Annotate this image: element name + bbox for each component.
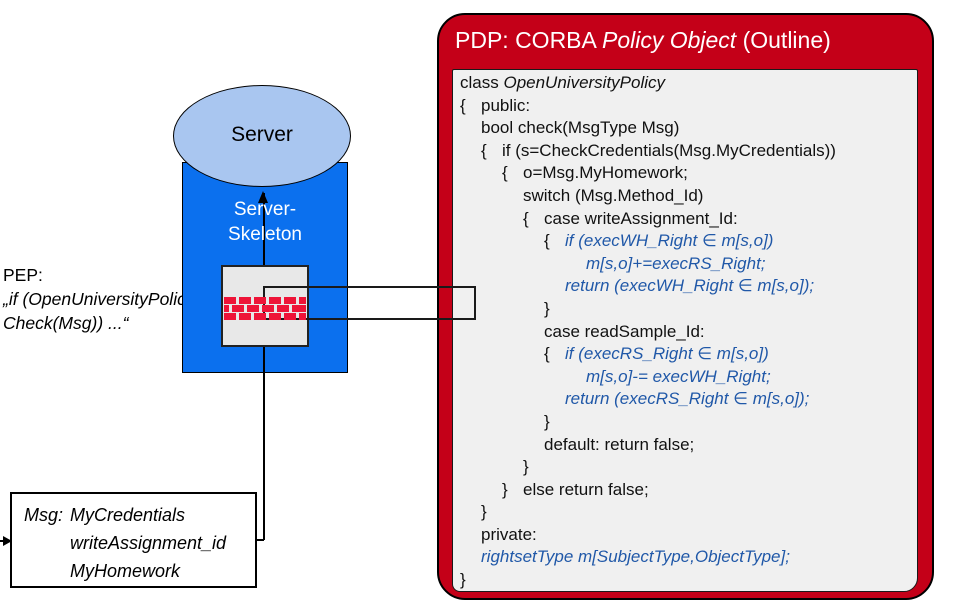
code-line: return (execWH_Right ∈ m[s,o]); [460,275,916,298]
code-segment: { [544,344,550,364]
message-flow-line [262,193,265,540]
code-segment: else return false; [523,479,649,499]
msg-item-homework: MyHomework [70,561,181,581]
code-line: } [460,411,916,434]
code-line: { if (s=CheckCredentials(Msg.MyCredential… [460,140,916,163]
pdp-title: PDP: CORBA Policy Object (Outline) [455,27,925,54]
code-segment: } [544,411,550,431]
code-segment: if (s=CheckCredentials(Msg.MyCredentials… [502,140,836,160]
brick-row [224,313,306,320]
message-flow-elbow [256,538,264,541]
code-segment: default: return false; [544,434,695,454]
code-line: } [460,501,916,524]
skeleton-label-line2: Skeleton [228,224,302,245]
code-segment: { [502,163,508,183]
brick-wall-icon [224,297,306,321]
server-ellipse [173,85,351,187]
code-segment: rightsetType m[SubjectType,ObjectType]; [481,547,790,567]
code-segment: } [523,457,529,477]
arrow-up-icon [258,191,268,203]
code-line: rightsetType m[SubjectType,ObjectType]; [460,546,916,569]
code-line: { o=Msg.MyHomework; [460,162,916,185]
code-segment: m[s,o]+=execRS_Right; [586,253,766,273]
code-line: return (execRS_Right ∈ m[s,o]); [460,388,916,411]
server-skeleton-label: Server- Skeleton [182,197,348,247]
code-segment: o=Msg.MyHomework; [523,163,688,183]
brick-row [224,305,306,312]
code-segment: private: [481,524,537,544]
code-line: { if (execRS_Right ∈ m[s,o]) [460,343,916,366]
code-line: { public: [460,95,916,118]
code-segment: { [544,231,550,251]
code-line: } [460,456,916,479]
code-line: m[s,o]-= execWH_Right; [460,366,916,389]
code-line: m[s,o]+=execRS_Right; [460,253,916,276]
pep-code-line2: Check(Msg)) ...“ [3,313,129,333]
code-segment: } [502,479,508,499]
server-label: Server [231,123,293,146]
code-line: } else return false; [460,479,916,502]
code-segment: return (execRS_Right ∈ m[s,o]); [565,389,810,409]
code-line: private: [460,524,916,547]
code-line: default: return false; [460,434,916,457]
code-line: switch (Msg.Method_Id) [460,185,916,208]
code-segment: case readSample_Id: [544,321,705,341]
code-segment: } [544,298,550,318]
code-segment: } [481,502,487,522]
code-block: class OpenUniversityPolicy{public:bool c… [460,72,916,592]
code-segment: return (execWH_Right ∈ m[s,o]); [565,276,815,296]
code-segment: case writeAssignment_Id: [544,208,738,228]
brick-row [224,297,306,304]
code-segment: bool check(MsgType Msg) [481,118,680,138]
code-segment: switch (Msg.Method_Id) [523,185,704,205]
code-segment: { [523,208,529,228]
code-line: } [460,569,916,592]
code-line: { if (execWH_Right ∈ m[s,o]) [460,230,916,253]
msg-row: Msg: MyCredentials [24,505,255,526]
code-segment: OpenUniversityPolicy [503,73,666,92]
pep-title: PEP: [3,265,43,285]
arrow-right-icon [3,536,12,546]
msg-label: Msg: [24,505,64,525]
code-segment: { [460,95,466,115]
code-segment: class [460,73,504,92]
code-line: { case writeAssignment_Id: [460,208,916,231]
code-segment: if (execRS_Right ∈ m[s,o]) [565,344,769,364]
pdp-title-italic: Policy Object [601,27,737,53]
skeleton-label-line1: Server- [233,199,297,220]
code-segment: if (execWH_Right ∈ m[s,o]) [565,231,774,251]
code-line: bool check(MsgType Msg) [460,117,916,140]
msg-item-credentials: MyCredentials [70,505,186,525]
code-segment: } [460,570,466,590]
code-segment: m[s,o]-= execWH_Right; [586,366,771,386]
pdp-title-prefix: PDP: CORBA [455,27,602,53]
pep-code-line1: „if (OpenUniversityPolicy. [3,289,199,309]
code-segment: { [481,140,487,160]
msg-box: Msg: MyCredentials writeAssignment_id My… [10,492,257,588]
code-line: class OpenUniversityPolicy [460,72,916,95]
code-line: case readSample_Id: [460,321,916,344]
code-segment: public: [481,95,531,115]
pep-annotation: PEP: „if (OpenUniversityPolicy. Check(Ms… [3,263,273,335]
msg-item-method: writeAssignment_id [70,533,227,553]
pdp-title-suffix: (Outline) [736,27,831,53]
policy-code-panel [452,69,918,592]
code-line: } [460,298,916,321]
